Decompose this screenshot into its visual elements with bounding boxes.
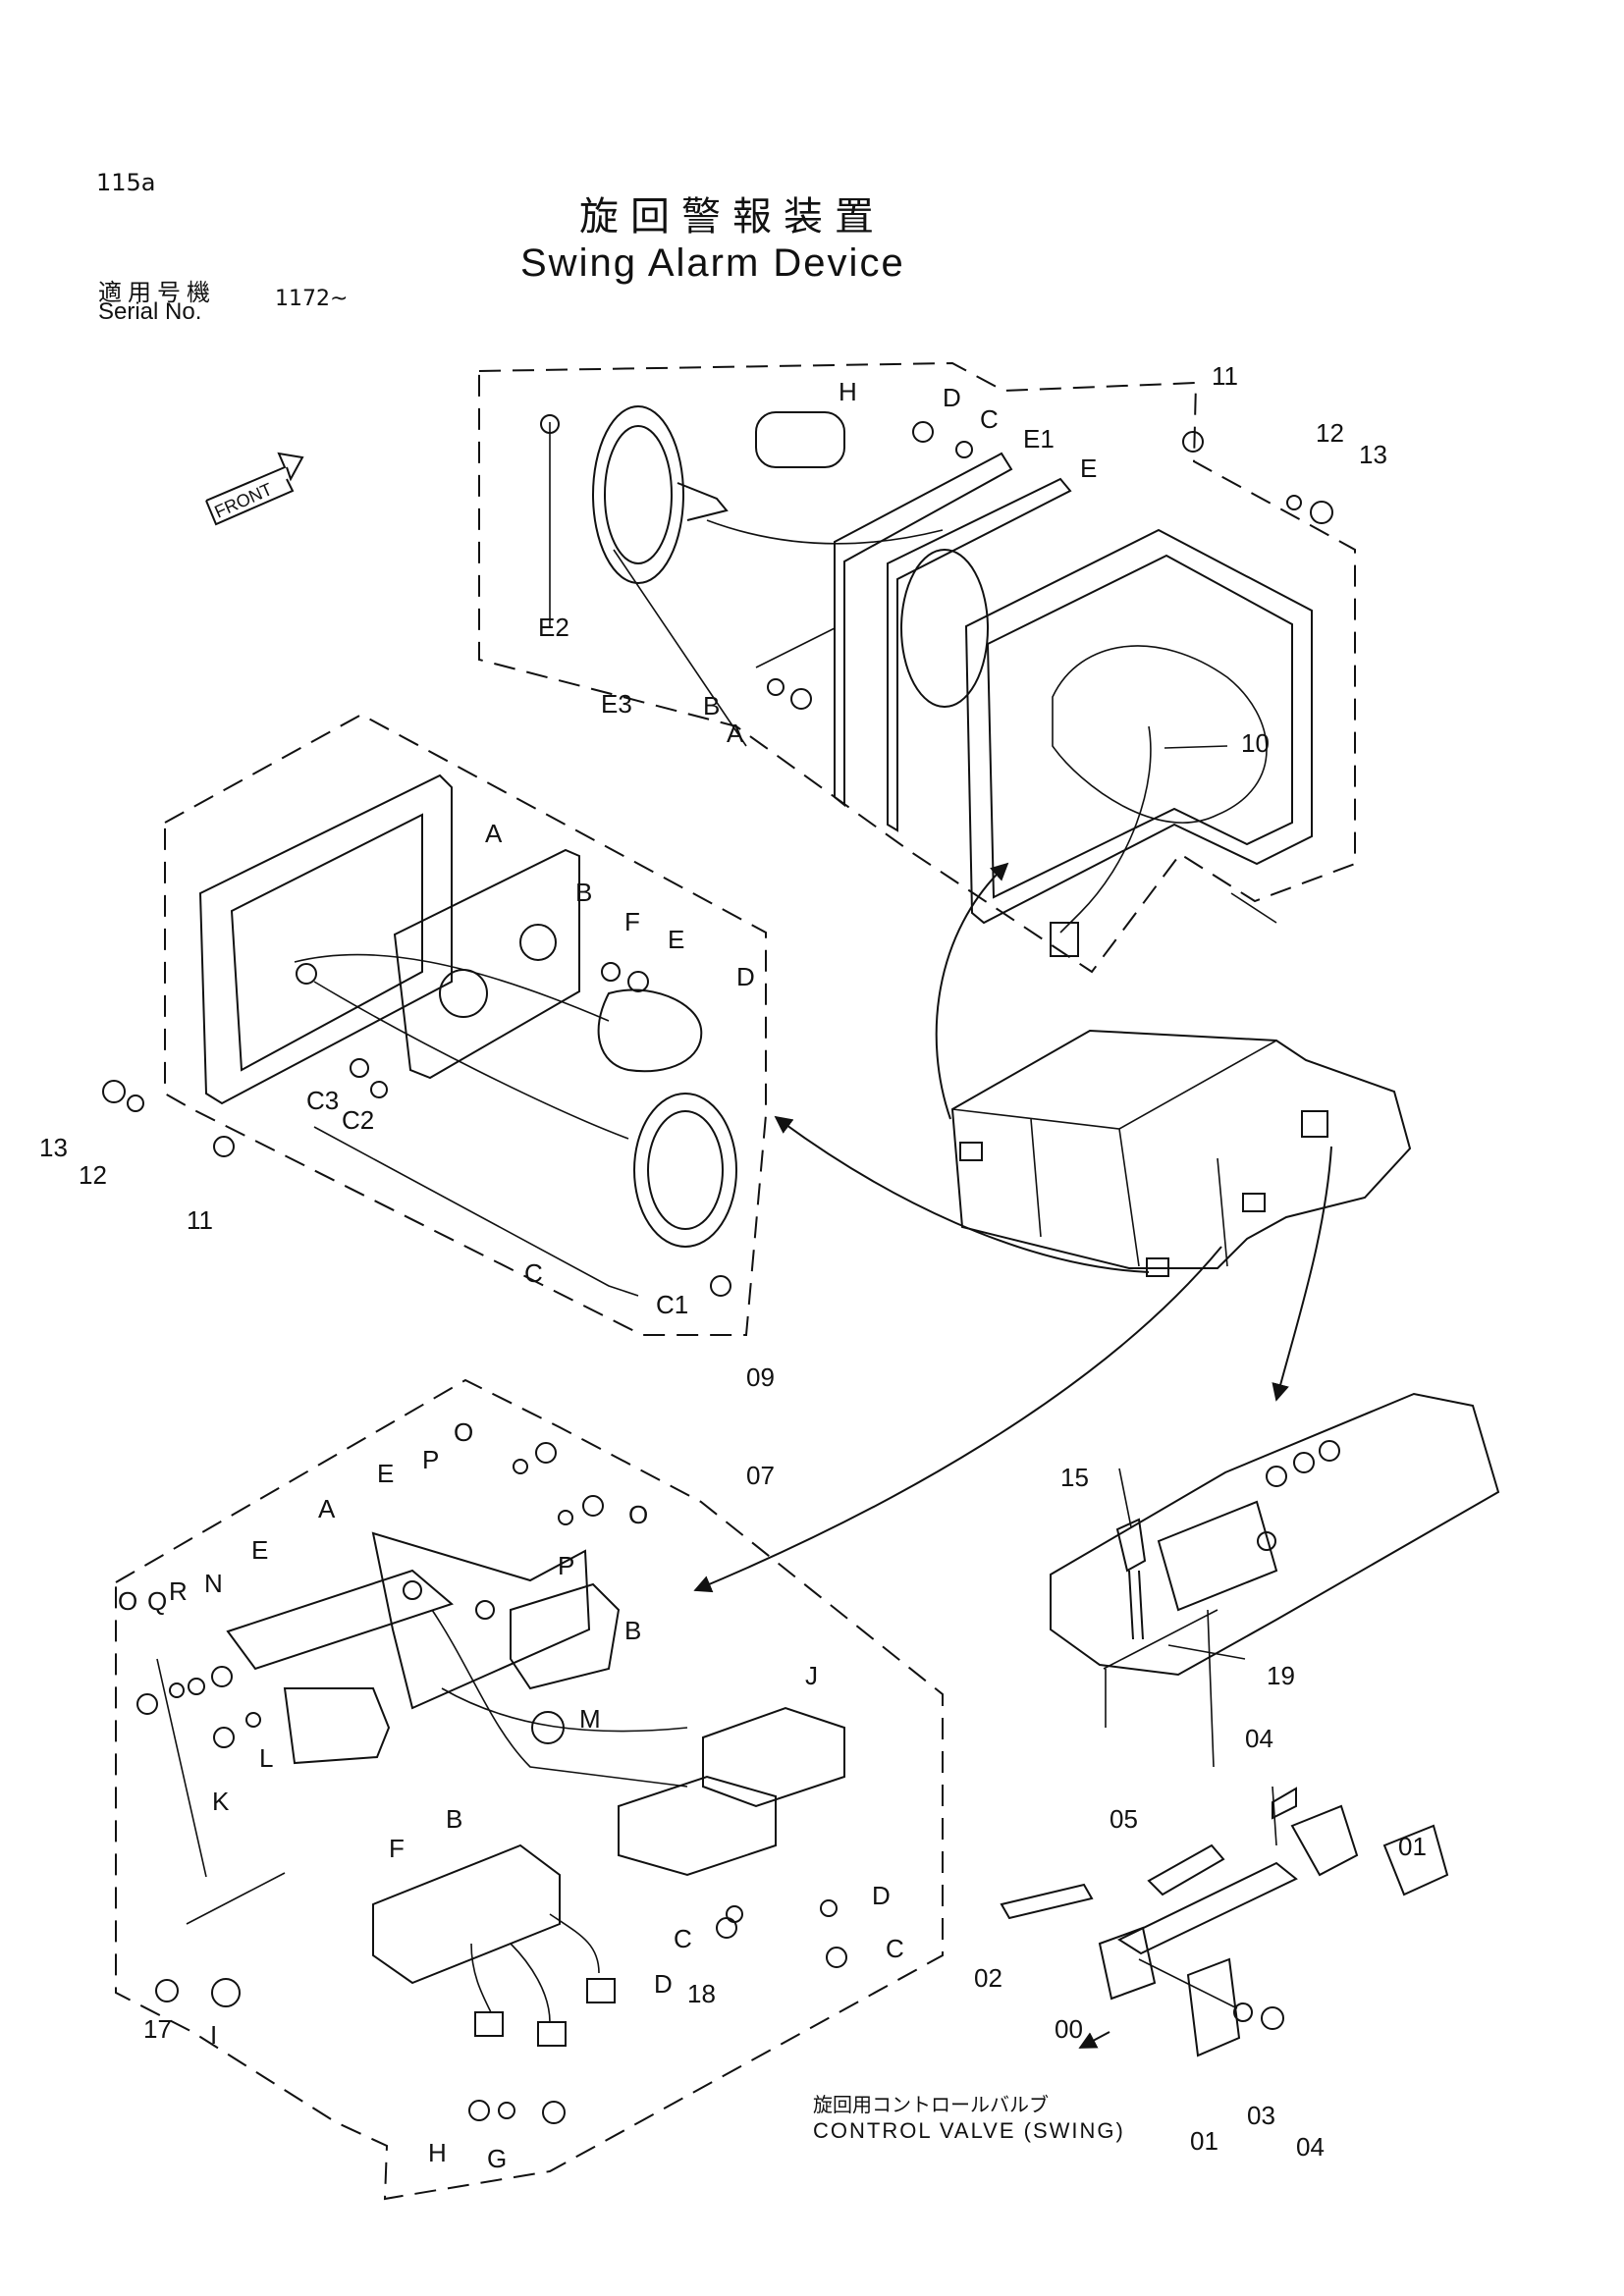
assembly-07-labels: O P O 07 A E E P O Q R N B J M L K F B D… bbox=[118, 1417, 904, 2173]
svg-text:C3: C3 bbox=[306, 1086, 339, 1115]
svg-text:D: D bbox=[654, 1969, 673, 1999]
arrow-to-assembly-09 bbox=[774, 1115, 1150, 1273]
svg-text:O: O bbox=[118, 1586, 137, 1616]
svg-text:L: L bbox=[259, 1743, 273, 1773]
arrow-to-swing-switch bbox=[1272, 1146, 1332, 1402]
svg-text:A: A bbox=[485, 819, 503, 848]
serial-label-en: Serial No. bbox=[98, 298, 202, 325]
svg-text:09: 09 bbox=[746, 1362, 775, 1392]
svg-text:M: M bbox=[579, 1704, 601, 1734]
svg-text:E2: E2 bbox=[538, 613, 569, 642]
svg-text:C: C bbox=[980, 404, 999, 434]
svg-text:N: N bbox=[204, 1569, 223, 1598]
svg-text:I: I bbox=[210, 2020, 217, 2050]
svg-text:A: A bbox=[727, 719, 744, 748]
front-arrow-icon: FRONT bbox=[205, 452, 304, 526]
svg-text:12: 12 bbox=[79, 1160, 107, 1190]
svg-text:13: 13 bbox=[1359, 440, 1387, 469]
svg-text:D: D bbox=[736, 962, 755, 991]
svg-text:03: 03 bbox=[1247, 2101, 1275, 2130]
svg-text:G: G bbox=[487, 2144, 507, 2173]
svg-text:H: H bbox=[839, 377, 857, 406]
svg-text:E: E bbox=[251, 1535, 268, 1565]
svg-text:D: D bbox=[872, 1881, 891, 1910]
svg-text:B: B bbox=[575, 878, 592, 907]
arrow-to-assembly-07 bbox=[693, 1246, 1222, 1593]
svg-text:D: D bbox=[943, 383, 961, 412]
svg-text:E: E bbox=[377, 1459, 394, 1488]
svg-text:12: 12 bbox=[1316, 418, 1344, 448]
arrow-to-assembly-10 bbox=[935, 862, 1009, 1120]
svg-text:15: 15 bbox=[1060, 1463, 1089, 1492]
svg-text:02: 02 bbox=[974, 1963, 1002, 1993]
svg-text:C: C bbox=[524, 1258, 543, 1288]
page-title-en: Swing Alarm Device bbox=[520, 241, 905, 285]
svg-text:11: 11 bbox=[1212, 361, 1238, 391]
svg-text:E: E bbox=[668, 925, 684, 954]
svg-text:05: 05 bbox=[1110, 1804, 1138, 1834]
svg-text:B: B bbox=[703, 691, 720, 721]
svg-text:O: O bbox=[454, 1417, 473, 1447]
svg-text:18: 18 bbox=[687, 1979, 716, 2008]
svg-text:H: H bbox=[428, 2138, 447, 2167]
svg-text:R: R bbox=[169, 1576, 188, 1606]
svg-text:Q: Q bbox=[147, 1586, 167, 1616]
svg-text:O: O bbox=[628, 1500, 648, 1529]
svg-text:00: 00 bbox=[1055, 2014, 1083, 2044]
svg-text:C1: C1 bbox=[656, 1290, 688, 1319]
svg-text:13: 13 bbox=[39, 1133, 68, 1162]
svg-text:F: F bbox=[624, 907, 640, 936]
svg-text:19: 19 bbox=[1267, 1661, 1295, 1690]
svg-text:17: 17 bbox=[143, 2014, 172, 2044]
assembly-09-labels: A B F E D C3 C2 13 12 11 C C1 09 bbox=[39, 819, 775, 1392]
svg-text:E1: E1 bbox=[1023, 424, 1055, 454]
page-number: 115a bbox=[96, 169, 156, 196]
svg-text:C: C bbox=[674, 1924, 692, 1953]
svg-text:P: P bbox=[422, 1445, 439, 1474]
svg-text:B: B bbox=[624, 1616, 641, 1645]
svg-text:04: 04 bbox=[1296, 2132, 1325, 2162]
svg-text:01: 01 bbox=[1190, 2126, 1218, 2156]
swing-switch-labels: 15 19 04 05 01 02 00 01 03 04 bbox=[974, 1463, 1427, 2162]
assembly-10-labels: H D C E1 E 11 12 13 E2 E3 B A 10 bbox=[538, 361, 1387, 924]
control-box bbox=[950, 1029, 1412, 1277]
assembly-09 bbox=[102, 713, 767, 1336]
svg-text:A: A bbox=[318, 1494, 336, 1523]
page-title-jp: 旋回警報装置 bbox=[579, 194, 886, 240]
control-valve-label-en: CONTROL VALVE (SWING) bbox=[813, 2118, 1125, 2143]
svg-text:01: 01 bbox=[1398, 1832, 1427, 1861]
serial-value: 1172~ bbox=[275, 287, 349, 311]
svg-text:K: K bbox=[212, 1787, 230, 1816]
swing-switch-assembly bbox=[1000, 1392, 1500, 2057]
serial-label-jp: 適用号機 bbox=[98, 279, 216, 306]
svg-text:C: C bbox=[886, 1934, 904, 1963]
svg-text:11: 11 bbox=[187, 1205, 213, 1235]
svg-text:E: E bbox=[1080, 454, 1097, 483]
assembly-07 bbox=[115, 1378, 944, 2201]
svg-text:C2: C2 bbox=[342, 1105, 374, 1135]
control-valve-label-jp: 旋回用コントロールバルブ bbox=[813, 2093, 1049, 2116]
assembly-10 bbox=[478, 361, 1356, 974]
svg-text:E3: E3 bbox=[601, 689, 632, 719]
svg-text:07: 07 bbox=[746, 1461, 775, 1490]
svg-text:10: 10 bbox=[1241, 728, 1270, 758]
svg-text:B: B bbox=[446, 1804, 462, 1834]
svg-text:P: P bbox=[558, 1551, 574, 1580]
svg-text:J: J bbox=[805, 1661, 818, 1690]
svg-text:04: 04 bbox=[1245, 1724, 1273, 1753]
svg-text:F: F bbox=[389, 1834, 405, 1863]
